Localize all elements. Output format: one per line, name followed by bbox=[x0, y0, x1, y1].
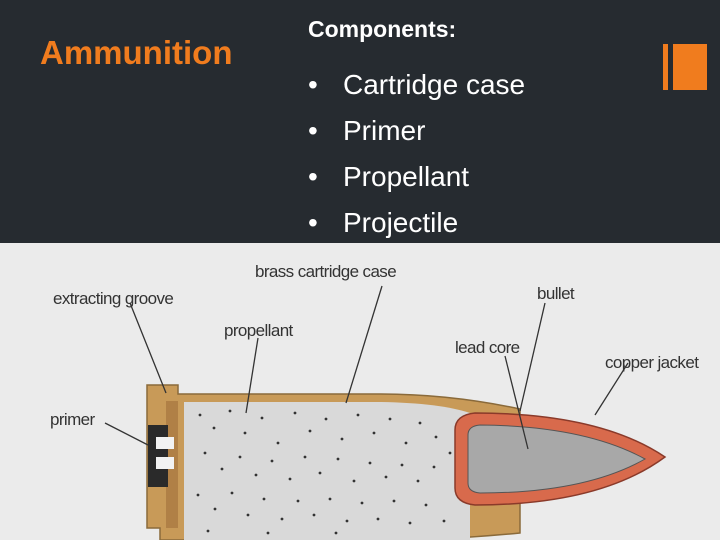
propellant-fill bbox=[184, 402, 470, 540]
primer-body bbox=[148, 425, 168, 487]
bullet-dot: • bbox=[308, 69, 318, 100]
primer-cup bbox=[156, 437, 174, 449]
components-heading: Components: bbox=[308, 16, 457, 42]
cartridge-illustration: brass cartridge case bullet extracting g… bbox=[50, 262, 700, 540]
list-item: • Primer bbox=[308, 108, 525, 154]
slide-title: Ammunition bbox=[40, 34, 233, 71]
list-item: • Projectile bbox=[308, 200, 525, 246]
label-bullet: bullet bbox=[537, 284, 575, 303]
list-item: • Propellant bbox=[308, 154, 525, 200]
list-item-label: Propellant bbox=[343, 161, 470, 192]
label-primer: primer bbox=[50, 410, 96, 429]
propellant-grains bbox=[196, 409, 462, 535]
components-list: • Cartridge case • Primer • Propellant • Pro… bbox=[308, 62, 525, 246]
lead-core bbox=[467, 424, 647, 494]
accent-mark bbox=[663, 44, 707, 90]
bullet-dot: • bbox=[308, 207, 318, 238]
label-lead-core: lead core bbox=[455, 338, 520, 357]
bullet-dot: • bbox=[308, 115, 318, 146]
leader-lines bbox=[104, 285, 629, 450]
label-propellant: propellant bbox=[224, 321, 294, 340]
primer-cup bbox=[156, 457, 174, 469]
bullet-dot: • bbox=[308, 161, 318, 192]
label-brass-case: brass cartridge case bbox=[255, 262, 396, 281]
cartridge-diagram: brass cartridge case bullet extracting g… bbox=[0, 243, 720, 540]
list-item-label: Primer bbox=[343, 115, 426, 146]
label-extracting-groove: extracting groove bbox=[53, 289, 173, 308]
label-copper-jacket: copper jacket bbox=[605, 353, 699, 372]
list-item: • Cartridge case bbox=[308, 62, 525, 108]
list-item-label: Cartridge case bbox=[343, 69, 526, 100]
list-item-label: Projectile bbox=[343, 207, 459, 238]
